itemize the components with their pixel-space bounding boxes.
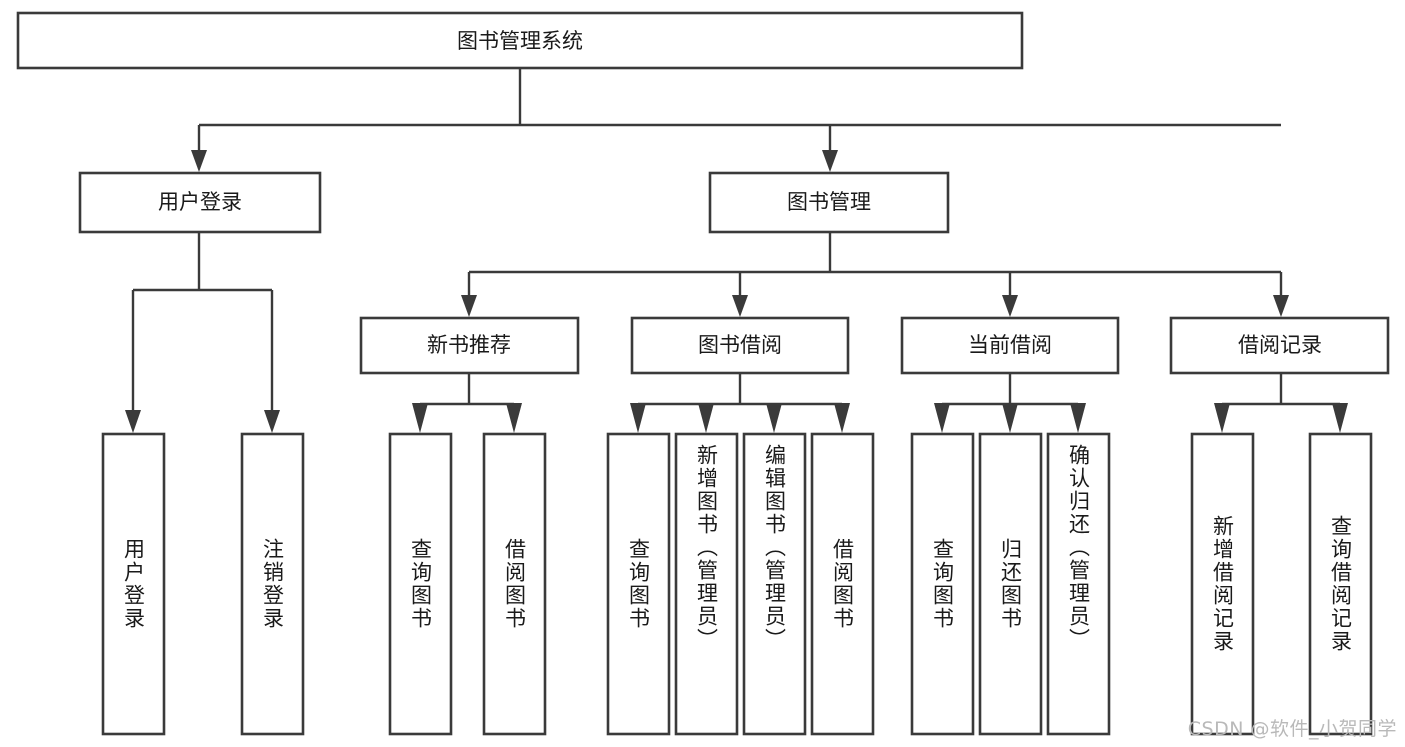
leaf-box-logout[interactable] bbox=[240, 432, 305, 736]
connector-newbook-to-leaves bbox=[412, 373, 522, 433]
node-user-login[interactable]: 用户登录 bbox=[78, 171, 322, 234]
connector-borrowrecord-to-leaves bbox=[1214, 373, 1348, 433]
node-root-label: 图书管理系统 bbox=[457, 29, 583, 53]
leaf-box-query-book-1[interactable] bbox=[388, 432, 453, 736]
node-book-borrow-label: 图书借阅 bbox=[698, 333, 782, 357]
node-borrow-record[interactable]: 借阅记录 bbox=[1169, 316, 1390, 375]
csdn-watermark: CSDN @软件_小贺同学 bbox=[1187, 718, 1397, 740]
leaf-box-edit-book[interactable] bbox=[742, 432, 807, 736]
node-new-book-recommend-label: 新书推荐 bbox=[427, 333, 511, 357]
node-book-borrow[interactable]: 图书借阅 bbox=[630, 316, 850, 375]
leaf-box-borrow-book-1[interactable] bbox=[482, 432, 547, 736]
leaf-box-return-book[interactable] bbox=[978, 432, 1043, 736]
connector-bookmanage-to-level3 bbox=[461, 232, 1289, 317]
connector-currentborrow-to-leaves bbox=[934, 373, 1086, 433]
node-current-borrow-label: 当前借阅 bbox=[968, 333, 1052, 357]
leaf-box-borrow-book-2[interactable] bbox=[810, 432, 875, 736]
leaf-box-query-book-2[interactable] bbox=[606, 432, 671, 736]
node-book-manage[interactable]: 图书管理 bbox=[708, 171, 950, 234]
node-root[interactable]: 图书管理系统 bbox=[16, 11, 1024, 70]
leaf-box-add-book[interactable] bbox=[674, 432, 739, 736]
leaf-box-query-record[interactable] bbox=[1308, 432, 1373, 736]
node-borrow-record-label: 借阅记录 bbox=[1238, 333, 1322, 357]
leaf-box-query-book-3[interactable] bbox=[910, 432, 975, 736]
node-user-login-label: 用户登录 bbox=[158, 190, 242, 214]
connector-userlogin-to-leaves bbox=[125, 232, 280, 433]
node-current-borrow[interactable]: 当前借阅 bbox=[900, 316, 1120, 375]
leaf-box-confirm-return[interactable] bbox=[1046, 432, 1111, 736]
leaf-box-user-login[interactable] bbox=[101, 432, 166, 736]
node-new-book-recommend[interactable]: 新书推荐 bbox=[359, 316, 580, 375]
connector-root-to-level2 bbox=[191, 68, 1281, 172]
connector-bookborrow-to-leaves bbox=[630, 373, 850, 433]
leaf-box-add-record[interactable] bbox=[1190, 432, 1255, 736]
node-book-manage-label: 图书管理 bbox=[787, 190, 871, 214]
